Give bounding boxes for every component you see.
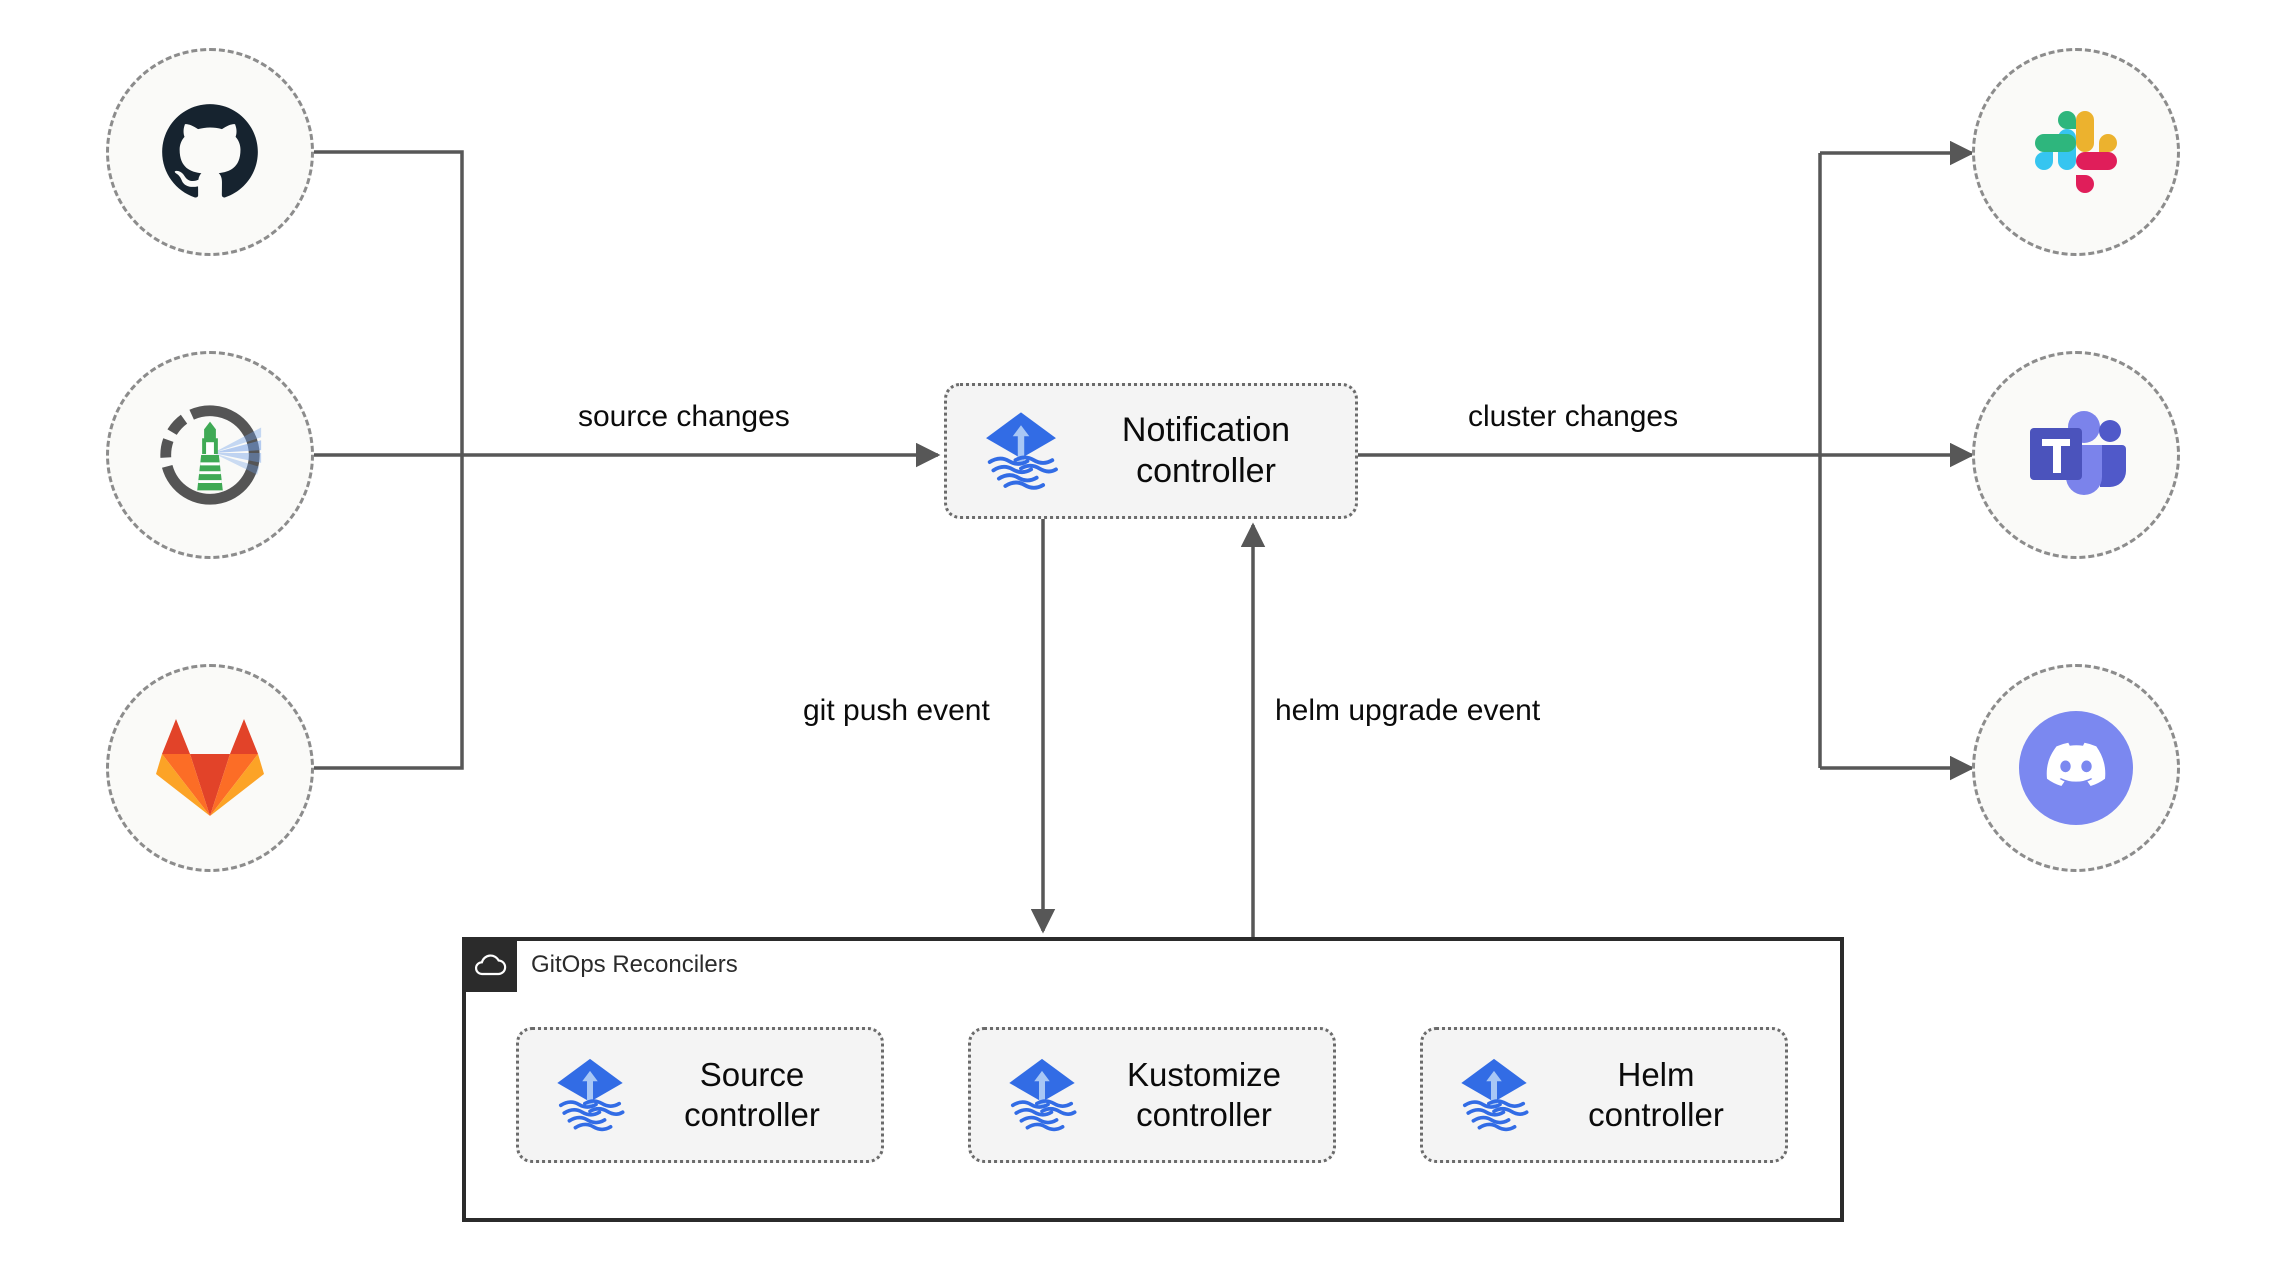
helm-controller-label: Helm controller — [1588, 1055, 1724, 1133]
edge-label-git-push-event: git push event — [803, 694, 990, 727]
flux-logo-icon — [975, 405, 1067, 497]
gitops-reconcilers-header: GitOps Reconcilers — [462, 937, 738, 992]
gitlab-icon — [155, 716, 265, 820]
target-node-slack[interactable] — [1972, 48, 2180, 256]
kustomize-controller-box[interactable]: Kustomize controller — [968, 1027, 1336, 1163]
microsoft-teams-icon — [2022, 405, 2130, 505]
source-node-github[interactable] — [106, 48, 314, 256]
github-icon — [158, 100, 262, 204]
source-controller-box[interactable]: Source controller — [516, 1027, 884, 1163]
edge-label-source-changes: source changes — [578, 400, 790, 433]
wire-gitlab-to-trunk — [314, 455, 464, 770]
target-node-teams[interactable] — [1972, 351, 2180, 559]
source-node-gitlab[interactable] — [106, 664, 314, 872]
slack-icon — [2026, 102, 2126, 202]
cloud-icon — [462, 937, 517, 992]
edge-label-cluster-changes: cluster changes — [1468, 400, 1679, 433]
helm-controller-box[interactable]: Helm controller — [1420, 1027, 1788, 1163]
flux-lighthouse-icon — [151, 396, 269, 514]
discord-icon — [2012, 704, 2140, 832]
target-node-discord[interactable] — [1972, 664, 2180, 872]
flux-logo-icon — [1451, 1052, 1537, 1138]
gitops-reconcilers-title: GitOps Reconcilers — [531, 950, 738, 978]
notification-controller-label: Notification controller — [1121, 410, 1291, 490]
wire-github-to-trunk — [314, 150, 464, 455]
source-controller-label: Source controller — [684, 1055, 820, 1133]
edge-label-helm-upgrade-event: helm upgrade event — [1275, 694, 1541, 727]
flux-logo-icon — [999, 1052, 1085, 1138]
flux-logo-icon — [547, 1052, 633, 1138]
source-node-flux[interactable] — [106, 351, 314, 559]
kustomize-controller-label: Kustomize controller — [1126, 1055, 1282, 1133]
notification-controller-box[interactable]: Notification controller — [944, 383, 1358, 519]
